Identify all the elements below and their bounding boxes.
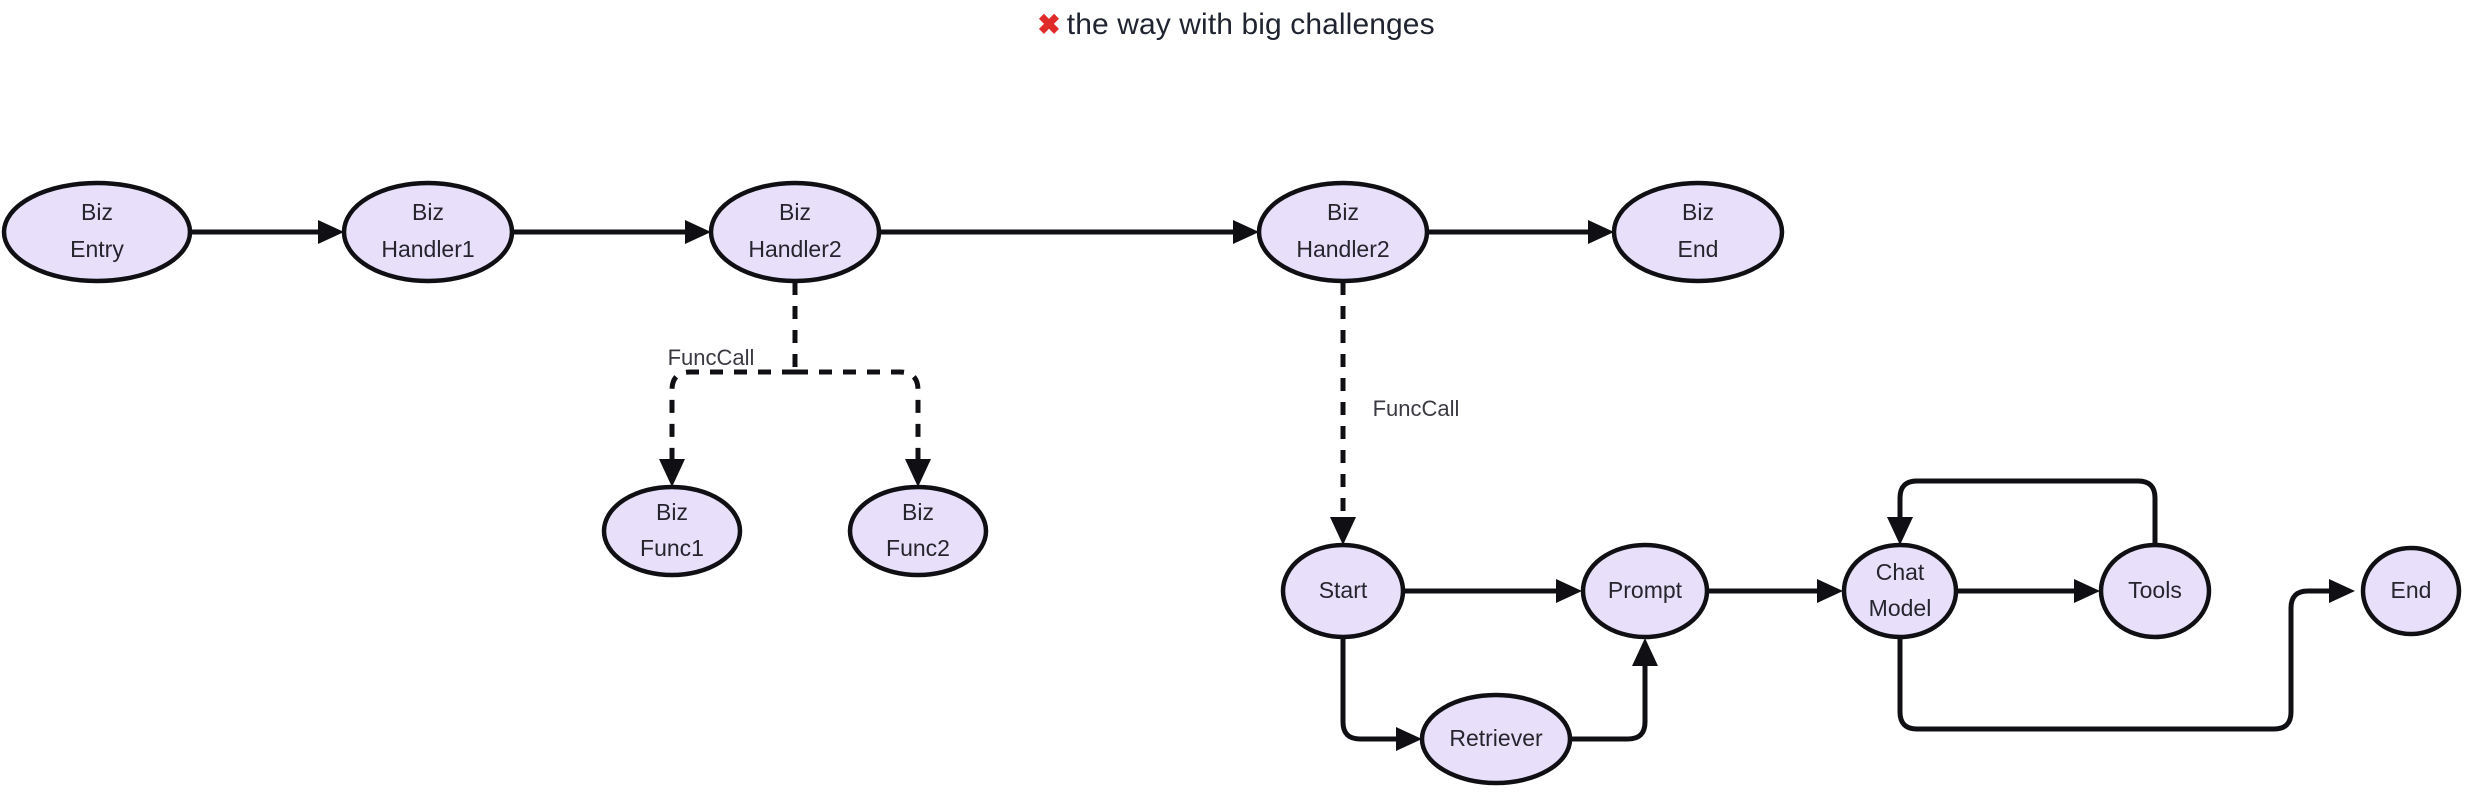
page-title: ✖the way with big challenges	[0, 8, 2472, 42]
edge-group-business-solid	[190, 220, 1614, 244]
cross-mark-icon: ✖	[1037, 9, 1061, 40]
edge-chat-model-to-tools	[1956, 579, 2100, 603]
edge-tools-to-chat-model-loop	[1887, 478, 2158, 545]
edge-retriever-to-prompt	[1570, 638, 1658, 742]
edge-group-agent	[1340, 478, 2355, 751]
edge-chat-model-to-end	[1897, 579, 2355, 732]
node-biz-entry[interactable]: Biz Entry	[1, 180, 193, 284]
edge-label-funccall-left: FuncCall	[668, 345, 755, 370]
node-biz-end[interactable]: Biz End	[1611, 180, 1785, 284]
edge-start-to-retriever	[1340, 637, 1422, 751]
edge-biz-handler2b-to-start: FuncCall	[1330, 282, 1459, 545]
node-biz-func2[interactable]: Biz Func2	[847, 484, 989, 578]
edge-biz-handler2-to-biz-func1	[659, 369, 795, 487]
edge-group-funccall-branch: FuncCall	[659, 282, 931, 487]
edge-biz-entry-to-biz-handler1	[190, 220, 344, 244]
node-prompt[interactable]: Prompt	[1580, 542, 1710, 640]
edge-biz-handler2-to-biz-handler2b	[879, 220, 1259, 244]
node-end[interactable]: End	[2360, 545, 2462, 637]
node-biz-handler2-second[interactable]: Biz Handler2	[1256, 180, 1430, 284]
edge-label-funccall-right: FuncCall	[1373, 396, 1460, 421]
node-retriever[interactable]: Retriever	[1419, 692, 1573, 786]
node-biz-func1[interactable]: Biz Func1	[601, 484, 743, 578]
node-tools[interactable]: Tools	[2098, 542, 2212, 640]
edge-start-to-prompt	[1403, 579, 1582, 603]
edge-prompt-to-chat-model	[1707, 579, 1843, 603]
edge-biz-handler1-to-biz-handler2	[512, 220, 711, 244]
node-chat-model[interactable]: Chat Model	[1841, 542, 1959, 640]
node-biz-handler1[interactable]: Biz Handler1	[341, 180, 515, 284]
page-title-text: the way with big challenges	[1066, 8, 1435, 41]
edge-biz-handler2b-to-biz-end	[1427, 220, 1614, 244]
node-start[interactable]: Start	[1280, 542, 1406, 640]
edge-biz-handler2-to-biz-func2	[795, 369, 931, 487]
node-biz-handler2[interactable]: Biz Handler2	[708, 180, 882, 284]
